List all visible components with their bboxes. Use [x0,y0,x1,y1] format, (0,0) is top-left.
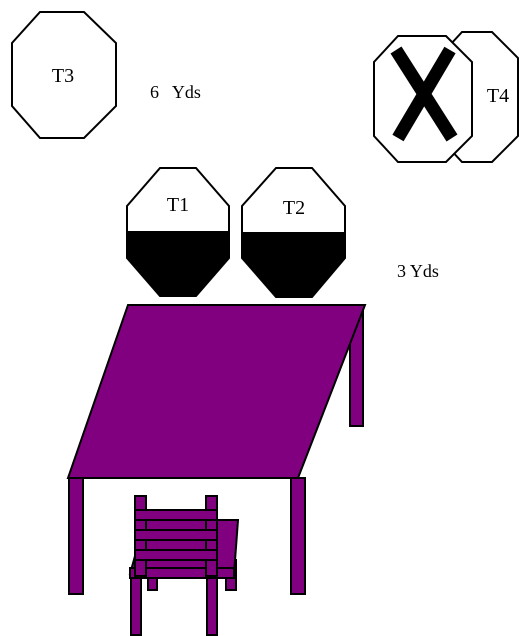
chair-back-rail-lower [135,550,217,560]
t1-bottom-fill [127,231,229,296]
table-leg-front-left [69,478,83,594]
t2-label: T2 [283,197,305,219]
chair-back-rail-middle [135,530,217,540]
t4-label: T4 [487,85,509,107]
distance-label-6-yds: 6 Yds [150,82,201,102]
table-leg-front-right [291,478,305,594]
target-t2: T2 [242,168,345,297]
chair-back-rail-top [135,510,217,520]
t1-label: T1 [167,194,189,216]
table-top [68,305,365,478]
chair-leg-front-right [207,578,217,635]
target-t1: T1 [127,168,229,296]
target-t4: T4 [374,32,518,162]
t2-bottom-fill [242,232,345,297]
chair [130,496,238,635]
distance-label-3-yds: 3 Yds [397,261,439,281]
chair-leg-front-left [131,578,141,635]
target-t3: T3 [12,12,116,138]
chair-leg-back-left [148,578,157,590]
t3-label: T3 [52,65,74,87]
